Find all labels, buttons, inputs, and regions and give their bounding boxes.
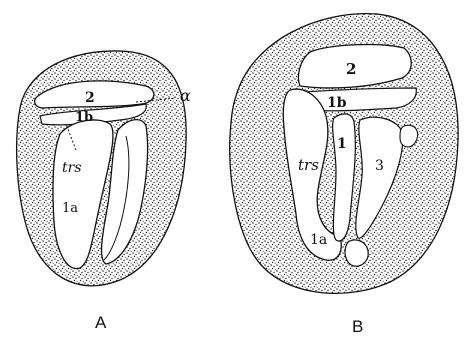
panel-b-label-1b: 1b xyxy=(327,95,347,111)
panel-a-label-1b: 1b xyxy=(75,110,93,125)
panel-a-label-2: 2 xyxy=(85,90,95,106)
panel-b-label-trs: trs xyxy=(298,156,319,174)
panel-b-label-3: 3 xyxy=(375,158,384,174)
panel-b-label-1a: 1a xyxy=(310,232,327,248)
panel-a-label-trs: trs xyxy=(62,160,82,176)
panel-b: 2 1b trs 1 3 1a B xyxy=(230,14,458,336)
panel-a-label-alpha: α xyxy=(180,86,191,105)
panel-b-label-1: 1 xyxy=(337,136,347,152)
panel-a: 2 1b α trs 1a A xyxy=(17,51,191,332)
panel-a-label-1a: 1a xyxy=(62,201,78,216)
panel-b-caption: B xyxy=(352,317,363,336)
panel-b-bulb-bottom xyxy=(345,240,368,266)
panel-b-label-2: 2 xyxy=(346,60,356,78)
panel-a-caption: A xyxy=(95,313,107,332)
